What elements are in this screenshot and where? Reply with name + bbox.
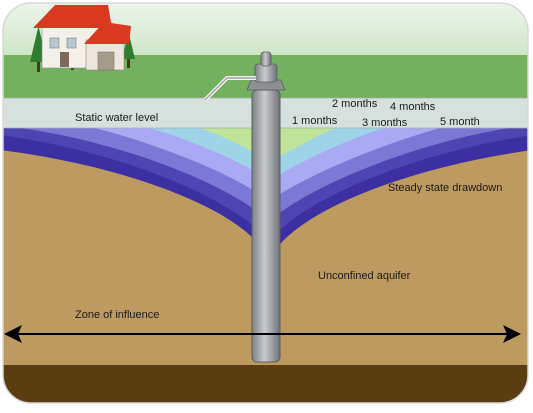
drawdown-4-month-label: 4 months: [390, 101, 436, 113]
drawdown-2-month-label: 2 months: [332, 98, 378, 110]
drawdown-5-month-label: 5 month: [440, 116, 480, 128]
drawdown-3-month-label: 3 months: [362, 117, 408, 129]
diagram-frame: [2, 2, 529, 404]
zone-of-influence-arrow: [4, 325, 521, 343]
static-water-level-label: Static water level: [75, 112, 158, 124]
unconfined-aquifer-label: Unconfined aquifer: [318, 270, 411, 282]
bedrock-layer: [3, 365, 528, 403]
tree-icon: [122, 32, 135, 68]
well-pipe: [203, 51, 286, 363]
steady-state-drawdown-label: Steady state drawdown: [388, 182, 502, 194]
house-icon: [33, 5, 131, 71]
drawdown-1-month-label: 1 months: [292, 115, 338, 127]
zone-of-influence-label: Zone of influence: [75, 309, 159, 321]
